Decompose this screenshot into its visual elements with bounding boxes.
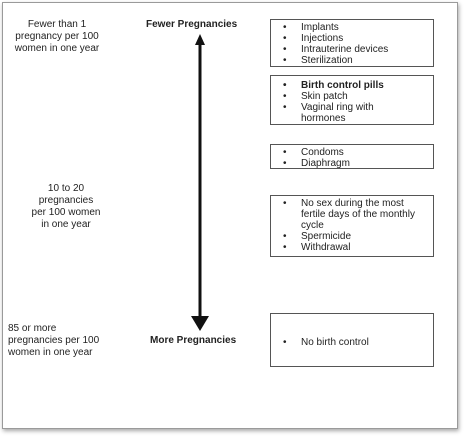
- method-box-most-effective: Implants Injections Intrauterine devices…: [270, 19, 434, 67]
- method-item: Implants: [283, 22, 433, 33]
- method-box-none: No birth control: [270, 313, 434, 367]
- method-box-hormonal: Birth control pills Skin patch Vaginal r…: [270, 75, 434, 125]
- method-item: No sex during the most fertile days of t…: [283, 198, 425, 231]
- method-box-behavioral: No sex during the most fertile days of t…: [270, 195, 434, 257]
- method-item: Condoms: [283, 147, 433, 158]
- arrow-bottom-label: More Pregnancies: [150, 335, 237, 346]
- method-item: Injections: [283, 33, 433, 44]
- rate-line: 10 to 20: [47, 183, 85, 194]
- rate-line: women in one year: [8, 347, 93, 358]
- rate-line: pregnancies per 100: [8, 335, 100, 346]
- rate-fewer-than-1: Fewer than 1 pregnancy per 100 women in …: [12, 19, 102, 55]
- rate-85-or-more: 85 or more pregnancies per 100 women in …: [8, 323, 116, 359]
- method-item: Spermicide: [283, 231, 433, 242]
- method-item: No birth control: [283, 337, 433, 348]
- method-item: Vaginal ring with hormones: [283, 102, 411, 124]
- rate-line: 85 or more: [8, 323, 57, 334]
- rate-line: pregnancy per 100: [15, 31, 99, 42]
- method-item: Intrauterine devices: [283, 44, 433, 55]
- arrow-top-label: Fewer Pregnancies: [146, 19, 238, 30]
- method-item: Diaphragm: [283, 158, 433, 169]
- rate-line: per 100 women: [31, 207, 101, 218]
- rate-line: Fewer than 1: [27, 19, 87, 30]
- method-item: Sterilization: [283, 55, 433, 66]
- rate-line: pregnancies: [38, 195, 94, 206]
- rate-10-to-20: 10 to 20 pregnancies per 100 women in on…: [28, 183, 104, 231]
- rate-line: women in one year: [14, 43, 100, 54]
- method-item: Birth control pills: [283, 80, 433, 91]
- method-item: Withdrawal: [283, 242, 433, 253]
- method-box-barrier: Condoms Diaphragm: [270, 144, 434, 169]
- rate-line: in one year: [41, 219, 91, 230]
- method-item: Skin patch: [283, 91, 433, 102]
